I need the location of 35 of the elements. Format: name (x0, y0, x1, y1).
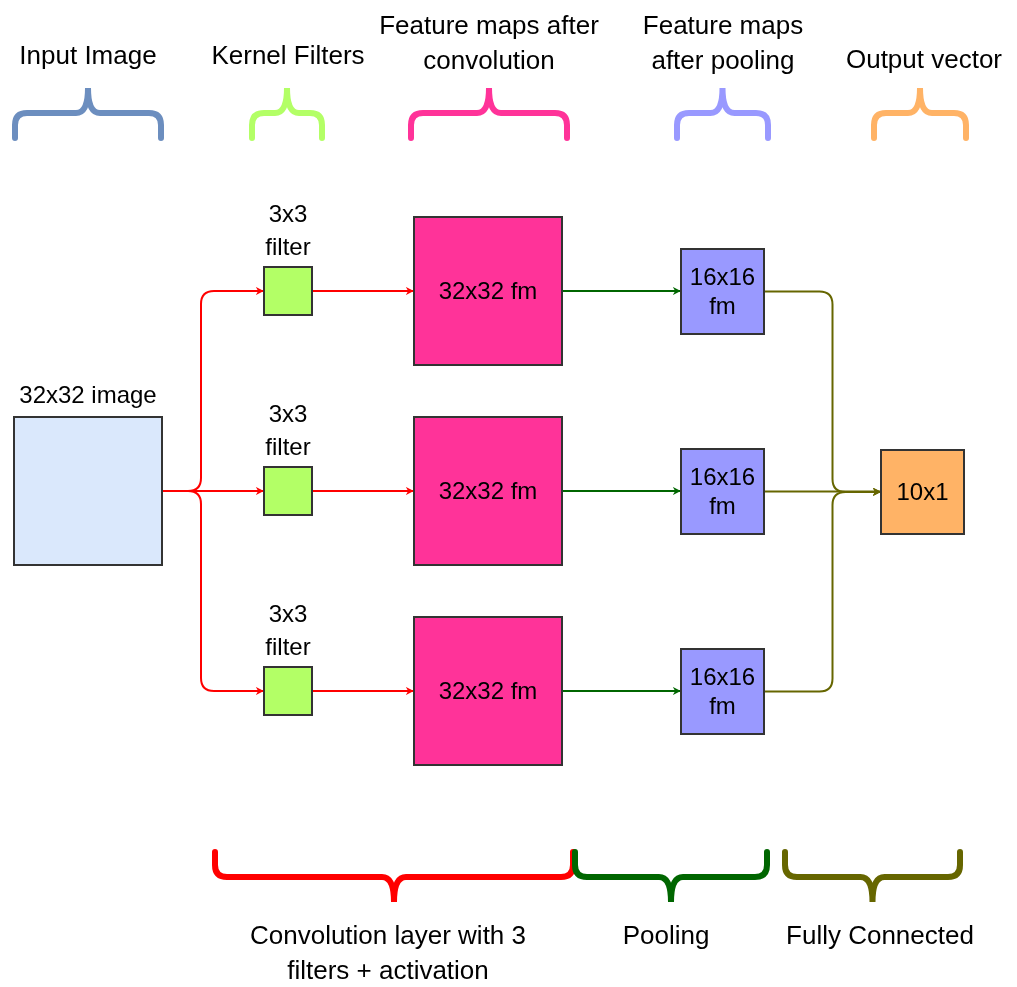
arrow (162, 490, 264, 695)
box-caption: 3x3 filter (264, 598, 312, 663)
section-label: Convolution layer with 3 filters + activation (248, 919, 527, 987)
section-label: Fully Connected (785, 919, 975, 952)
arrow (312, 287, 414, 295)
box-label: 32x32 fm (438, 676, 538, 706)
arrow (764, 488, 881, 693)
box-label: 16x16 fm (688, 262, 757, 321)
box-caption: 3x3 filter (264, 398, 312, 463)
feature-box (880, 449, 965, 535)
section-label: Feature maps after pooling (641, 9, 805, 78)
feature-box (680, 448, 765, 535)
arrow (312, 687, 414, 695)
feature-box (680, 648, 765, 735)
box-label: 32x32 fm (438, 476, 538, 506)
arrow (312, 487, 414, 495)
feature-box (413, 216, 563, 366)
section-label: Pooling (621, 919, 711, 952)
section-label: Kernel Filters (210, 39, 366, 72)
arrow (562, 487, 681, 495)
section-label: Output vector (844, 43, 1004, 76)
box-label: 32x32 fm (438, 276, 538, 306)
arrow (562, 287, 681, 295)
feature-box (413, 616, 563, 766)
feature-box (680, 248, 765, 335)
box-label: 10x1 (896, 477, 949, 507)
box-label: 16x16 fm (688, 662, 757, 721)
box-label: 16x16 fm (688, 462, 757, 521)
section-label: Feature maps after convolution (378, 9, 600, 78)
section-label: Input Image (18, 39, 158, 72)
arrow (764, 487, 881, 496)
arrow (562, 687, 681, 695)
box-caption: 3x3 filter (264, 198, 312, 263)
feature-box (413, 416, 563, 566)
box-caption: 32x32 image (18, 380, 158, 411)
